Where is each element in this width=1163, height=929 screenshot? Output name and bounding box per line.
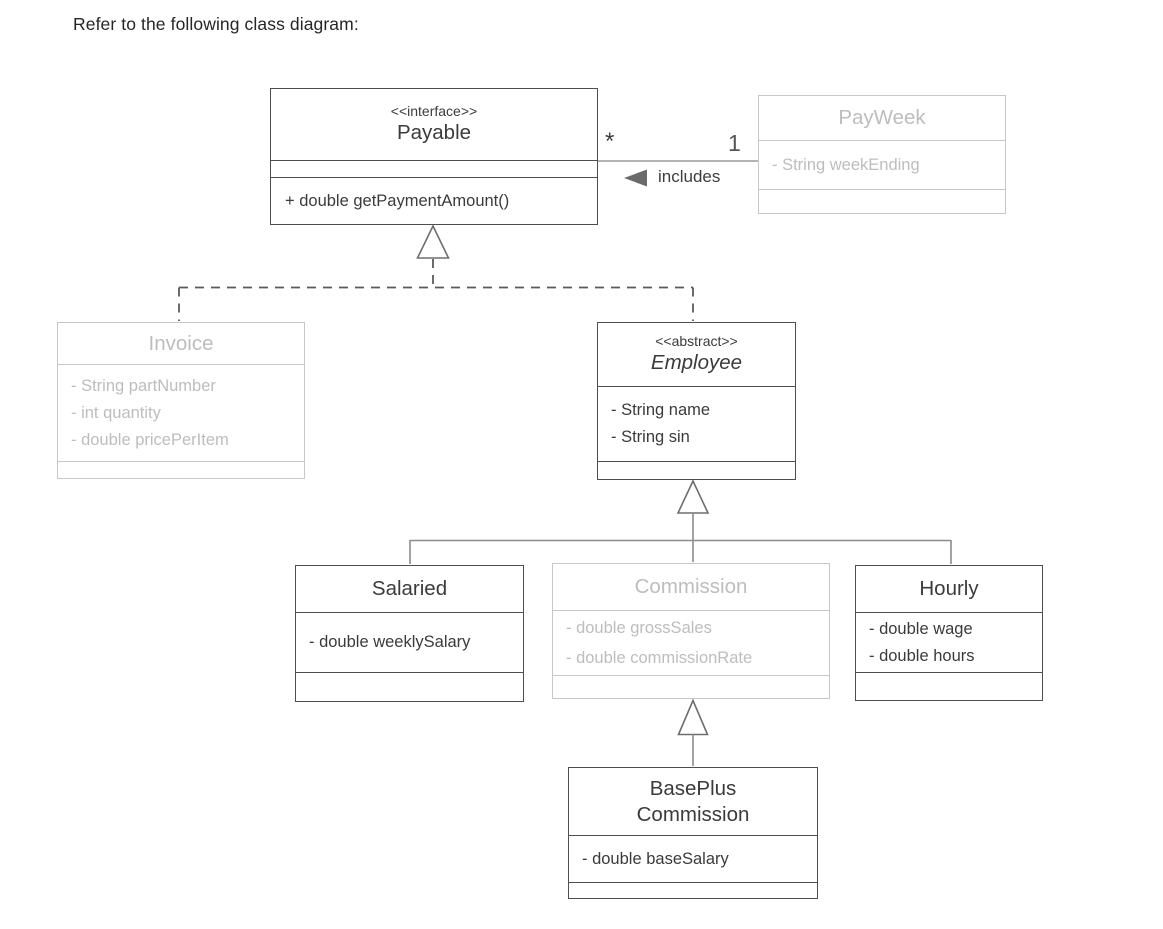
multiplicity-payable: * — [605, 128, 615, 155]
class-header: BasePlus Commission — [569, 768, 817, 835]
class-name: Salaried — [371, 577, 448, 601]
class-box-employee: <<abstract>> Employee - String name - St… — [597, 322, 796, 480]
class-attributes: - String name - String sin — [598, 386, 795, 461]
class-name: PayWeek — [838, 106, 926, 130]
class-attribute: - double baseSalary — [582, 849, 729, 868]
class-box-salaried: Salaried - double weeklySalary — [295, 565, 524, 702]
class-name: BasePlus Commission — [636, 776, 750, 826]
association-label-includes: includes — [658, 167, 721, 186]
class-box-hourly: Hourly - double wage - double hours — [855, 565, 1043, 701]
class-header: Invoice — [58, 323, 304, 364]
class-attributes: - double grossSales - double commissionR… — [553, 610, 829, 675]
class-name: Payable — [396, 120, 472, 144]
class-name: Invoice — [148, 331, 214, 355]
class-attributes: - double weeklySalary — [296, 612, 523, 672]
class-stereotype: <<abstract>> — [655, 333, 738, 350]
class-methods — [569, 882, 817, 898]
class-attribute: - double hours — [869, 646, 975, 665]
class-box-invoice: Invoice - String partNumber - int quanti… — [57, 322, 305, 479]
class-box-payable: <<interface>> Payable + double getPaymen… — [270, 88, 598, 225]
class-attributes — [271, 160, 597, 177]
class-name: Employee — [650, 350, 743, 374]
class-methods — [296, 672, 523, 701]
class-header: <<interface>> Payable — [271, 89, 597, 160]
class-name: Commission — [634, 575, 748, 599]
class-header: <<abstract>> Employee — [598, 323, 795, 386]
class-box-baseplus-commission: BasePlus Commission - double baseSalary — [568, 767, 818, 899]
multiplicity-payweek: 1 — [728, 130, 741, 156]
class-attribute: - double grossSales — [566, 619, 712, 637]
class-attribute: - double wage — [869, 619, 973, 638]
realization-triangle-payable-icon — [416, 224, 450, 259]
class-methods — [58, 461, 304, 478]
class-attribute: - double pricePerItem — [71, 430, 229, 449]
class-attribute: - int quantity — [71, 403, 161, 422]
class-box-payweek: PayWeek - String weekEnding — [758, 95, 1006, 214]
generalization-triangle-commission-icon — [677, 698, 709, 736]
class-method: + double getPaymentAmount() — [285, 191, 510, 210]
class-attributes: - double baseSalary — [569, 835, 817, 882]
class-header: PayWeek — [759, 96, 1005, 140]
class-methods — [553, 675, 829, 700]
class-attribute: - double weeklySalary — [309, 633, 471, 651]
instruction-text: Refer to the following class diagram: — [73, 14, 359, 34]
class-header: Commission — [553, 564, 829, 610]
class-attributes: - double wage - double hours — [856, 612, 1042, 672]
class-attributes: - String weekEnding — [759, 140, 1005, 189]
class-attribute: - String sin — [611, 428, 690, 446]
class-header: Salaried — [296, 566, 523, 612]
class-methods — [598, 461, 795, 479]
class-name: Hourly — [919, 577, 979, 601]
includes-direction-arrow-icon — [624, 169, 647, 187]
class-attribute: - String name — [611, 401, 711, 419]
class-methods: + double getPaymentAmount() — [271, 177, 597, 224]
class-header: Hourly — [856, 566, 1042, 612]
class-attribute: - double commissionRate — [566, 649, 753, 667]
generalization-triangle-employee-icon — [676, 479, 710, 514]
class-attribute: - String weekEnding — [772, 155, 920, 174]
class-stereotype: <<interface>> — [390, 103, 478, 120]
class-methods — [759, 189, 1005, 213]
class-box-commission: Commission - double grossSales - double … — [552, 563, 830, 699]
class-methods — [856, 672, 1042, 700]
class-attribute: - String partNumber — [71, 376, 216, 395]
class-attributes: - String partNumber - int quantity - dou… — [58, 364, 304, 461]
